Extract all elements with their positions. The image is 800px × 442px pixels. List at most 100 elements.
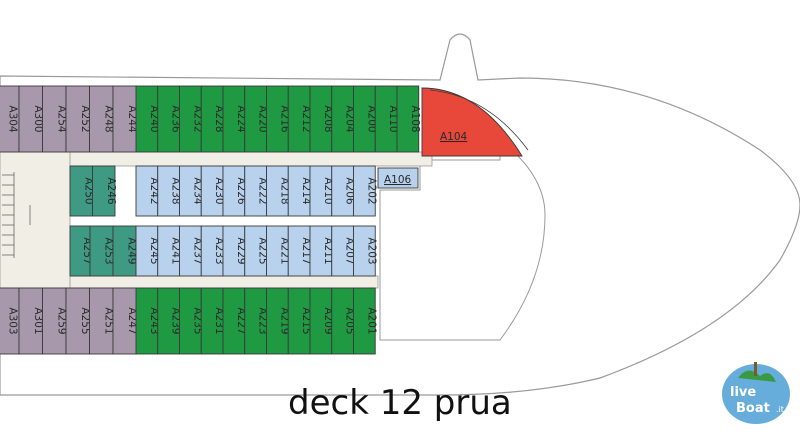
cabin[interactable]: A201 <box>353 287 378 355</box>
cabin[interactable]: A230 <box>200 165 225 217</box>
cabin[interactable]: A229 <box>222 225 247 277</box>
logo-domain-text: .it <box>776 405 784 414</box>
cabin[interactable]: A110 <box>374 85 399 153</box>
cabin[interactable]: A223 <box>244 287 269 355</box>
cabin-label: A223 <box>257 307 269 334</box>
cabin[interactable]: A209 <box>309 287 334 355</box>
cabin[interactable]: A214 <box>287 165 312 217</box>
cabin[interactable]: A211 <box>309 225 334 277</box>
cabin[interactable]: A219 <box>266 287 291 355</box>
cabin-label: A219 <box>278 307 290 334</box>
cabin-label-side[interactable]: A106 <box>384 174 412 186</box>
cabin[interactable]: A224 <box>222 85 247 153</box>
cabin-label: A214 <box>300 177 312 205</box>
cabin-label: A221 <box>278 237 290 264</box>
cabin[interactable]: A255 <box>65 287 91 355</box>
staircase-icon <box>2 172 31 258</box>
cabin[interactable]: A227 <box>222 287 247 355</box>
cabin[interactable]: A202 <box>353 165 378 217</box>
cabin[interactable]: A204 <box>331 85 356 153</box>
cabin[interactable]: A218 <box>266 165 291 217</box>
cabin-label: A229 <box>235 237 247 264</box>
cabin[interactable]: A205 <box>331 287 356 355</box>
cabin[interactable]: A231 <box>200 287 225 355</box>
cabin[interactable]: A259 <box>42 287 68 355</box>
cabin[interactable]: A207 <box>331 225 356 277</box>
cabin[interactable]: A235 <box>179 287 204 355</box>
cabin-label: A203 <box>365 237 377 264</box>
cabin-label: A215 <box>300 307 312 334</box>
cabin[interactable]: A240 <box>135 85 160 153</box>
cabin[interactable]: A236 <box>157 85 182 153</box>
cabin[interactable]: A249 <box>112 225 138 277</box>
cabin-partial-bottom[interactable]: A303 <box>0 287 20 355</box>
cabin[interactable]: A252 <box>65 85 91 153</box>
cabin[interactable]: A232 <box>179 85 204 153</box>
cabin[interactable]: A215 <box>287 287 312 355</box>
cabin-label-suite[interactable]: A104 <box>440 131 468 143</box>
cabin[interactable]: A203 <box>353 225 378 277</box>
cabin-suite-shape <box>421 87 523 157</box>
cabin-label: A240 <box>148 105 160 132</box>
cabin-label: A251 <box>102 307 114 334</box>
cabin-partial-top[interactable]: A304 <box>0 85 20 153</box>
cabin[interactable]: A300 <box>18 85 44 153</box>
cabin-label: A220 <box>257 105 269 132</box>
cabin[interactable]: A251 <box>89 287 115 355</box>
cabin[interactable]: A243 <box>135 287 160 355</box>
cabin-label: A227 <box>235 307 247 334</box>
cabin[interactable]: A206 <box>331 165 356 217</box>
cabin-label: A242 <box>148 177 160 204</box>
cabin-label: A249 <box>126 237 138 264</box>
cabin[interactable]: A239 <box>157 287 182 355</box>
cabin-label: A205 <box>344 307 356 334</box>
cabin[interactable]: A245 <box>135 225 160 277</box>
cabin-label: A218 <box>278 177 290 204</box>
cabin[interactable]: A234 <box>179 165 204 217</box>
cabin[interactable]: A108 <box>396 85 421 153</box>
cabin-label: A217 <box>300 237 312 264</box>
cabin[interactable]: A248 <box>89 85 115 153</box>
cabin[interactable]: A247 <box>112 287 138 355</box>
cabin[interactable]: A242 <box>135 165 160 217</box>
cabin[interactable]: A217 <box>287 225 312 277</box>
cabin[interactable]: A253 <box>89 225 115 277</box>
cabin-box <box>353 225 376 277</box>
cabin-label: A236 <box>170 105 182 133</box>
cabin-label: A246 <box>105 177 117 205</box>
cabin-label: A110 <box>387 105 399 132</box>
cabin[interactable]: A200 <box>353 85 378 153</box>
cabin-label: A200 <box>365 105 377 132</box>
cabin[interactable]: A301 <box>18 287 44 355</box>
logo-boat-text: Boat <box>736 401 770 416</box>
cabin[interactable]: A238 <box>157 165 182 217</box>
cabin[interactable]: A221 <box>266 225 291 277</box>
cabin[interactable]: A233 <box>200 225 225 277</box>
cabin-label: A259 <box>55 307 67 334</box>
cabin-box <box>353 165 376 217</box>
cabin-label: A224 <box>235 105 247 133</box>
cabin[interactable]: A254 <box>42 85 68 153</box>
cabin-label: A230 <box>213 177 225 204</box>
cabin[interactable]: A237 <box>179 225 204 277</box>
cabin[interactable]: A210 <box>309 165 334 217</box>
cabin-label: A253 <box>103 237 115 264</box>
cabin[interactable]: A226 <box>222 165 247 217</box>
stair-area <box>0 151 71 289</box>
cabin[interactable]: A244 <box>112 85 138 153</box>
cabin-label: A212 <box>300 105 312 132</box>
cabin[interactable]: A208 <box>309 85 334 153</box>
cabin[interactable]: A220 <box>244 85 269 153</box>
cabin[interactable]: A216 <box>266 85 291 153</box>
cabin[interactable]: A212 <box>287 85 312 153</box>
cabin[interactable]: A250 <box>69 165 94 217</box>
cabin[interactable]: A246 <box>92 165 117 217</box>
cabin-label: A244 <box>126 105 138 133</box>
cabin[interactable]: A228 <box>200 85 225 153</box>
cabin[interactable]: A225 <box>244 225 269 277</box>
cabin[interactable]: A241 <box>157 225 182 277</box>
cabin-label: A252 <box>79 105 91 132</box>
cabin[interactable]: A222 <box>244 165 269 217</box>
